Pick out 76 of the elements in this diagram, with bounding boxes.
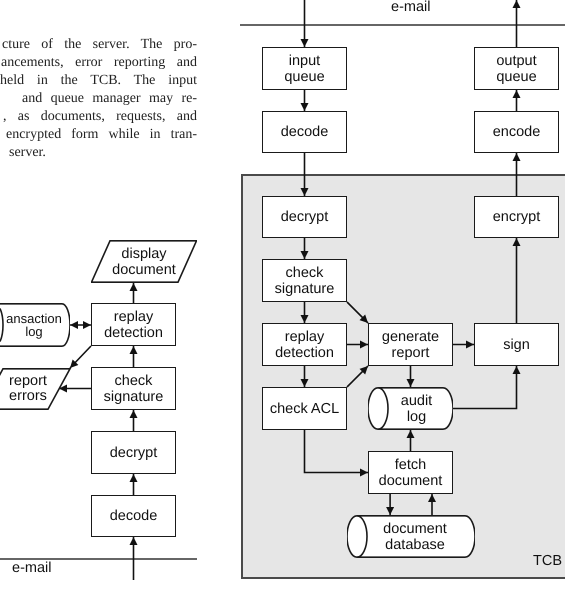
node-label: fetch document — [378, 456, 442, 488]
process-box — [474, 196, 559, 238]
arrow — [512, 0, 520, 47]
body-text-line: and queue manager may re- — [22, 90, 197, 108]
node-label: encrypt — [492, 209, 540, 225]
node-label: input queue — [284, 52, 325, 84]
arrow — [453, 366, 520, 410]
node-label: sign — [503, 336, 530, 352]
arrow — [130, 474, 138, 495]
node-label: decode — [280, 124, 328, 140]
arrow — [428, 494, 436, 515]
process-box — [91, 303, 176, 346]
node-label: check signature — [104, 372, 164, 404]
body-text-line: held in the TCB. The input — [0, 72, 197, 90]
process-box — [262, 47, 347, 90]
process-box — [262, 323, 347, 366]
process-box — [368, 451, 453, 494]
process-box — [474, 111, 559, 153]
body-text-line: , as documents, requests, and — [3, 108, 197, 126]
arrow — [406, 430, 414, 451]
process-box — [474, 323, 559, 366]
process-box — [91, 495, 176, 537]
arrow — [347, 340, 368, 348]
arrow — [406, 366, 414, 387]
region-label: TCB — [533, 553, 562, 569]
arrow — [130, 537, 138, 580]
arrow — [512, 90, 520, 111]
node-label: decrypt — [110, 444, 158, 460]
node-label: document database — [383, 520, 447, 552]
process-box — [262, 387, 347, 430]
node-label: ansaction log — [6, 312, 62, 338]
trusted-region — [241, 174, 565, 579]
arrow — [300, 302, 308, 323]
arrow — [130, 410, 138, 431]
double-arrow — [70, 321, 91, 329]
body-text-line: ancements, error reporting and — [1, 54, 197, 72]
process-box — [368, 323, 453, 366]
body-text-line: server. — [9, 144, 46, 162]
node-label: output queue — [496, 52, 537, 84]
arrow — [69, 345, 92, 369]
node-label: check signature — [274, 264, 334, 296]
process-box — [91, 367, 176, 410]
node-label: encode — [492, 124, 540, 140]
boundary-label: e-mail — [12, 561, 52, 575]
process-box — [262, 259, 347, 302]
arrow — [386, 494, 394, 515]
node-label: generate report — [382, 328, 440, 360]
node-label: decode — [110, 508, 158, 524]
arrow — [300, 0, 308, 47]
process-box — [91, 431, 176, 474]
arrow — [130, 346, 138, 367]
node-label: decrypt — [280, 209, 328, 225]
node-label: report errors — [9, 374, 47, 404]
arrow — [130, 283, 138, 303]
process-box — [262, 111, 347, 153]
arrow — [300, 153, 308, 196]
arrow — [304, 430, 368, 476]
body-text-line: encrypted form while in tran- — [6, 126, 197, 144]
node-label: replay detection — [275, 328, 334, 360]
boundary-label: e-mail — [391, 0, 430, 14]
node-label: check ACL — [270, 400, 340, 416]
arrow — [300, 366, 308, 387]
node-label: replay detection — [104, 308, 163, 340]
arrow — [453, 340, 474, 348]
arrow — [512, 153, 520, 196]
node-label: display document — [112, 246, 176, 278]
node-label: audit log — [400, 392, 432, 424]
process-box — [474, 47, 559, 90]
arrow — [512, 238, 520, 323]
body-text-line: cture of the server. The pro- — [2, 36, 197, 54]
process-box — [262, 196, 347, 238]
arrow — [300, 90, 308, 111]
arrow — [300, 238, 308, 259]
arrow — [59, 384, 91, 392]
arrow — [346, 365, 369, 388]
arrow — [346, 301, 369, 324]
